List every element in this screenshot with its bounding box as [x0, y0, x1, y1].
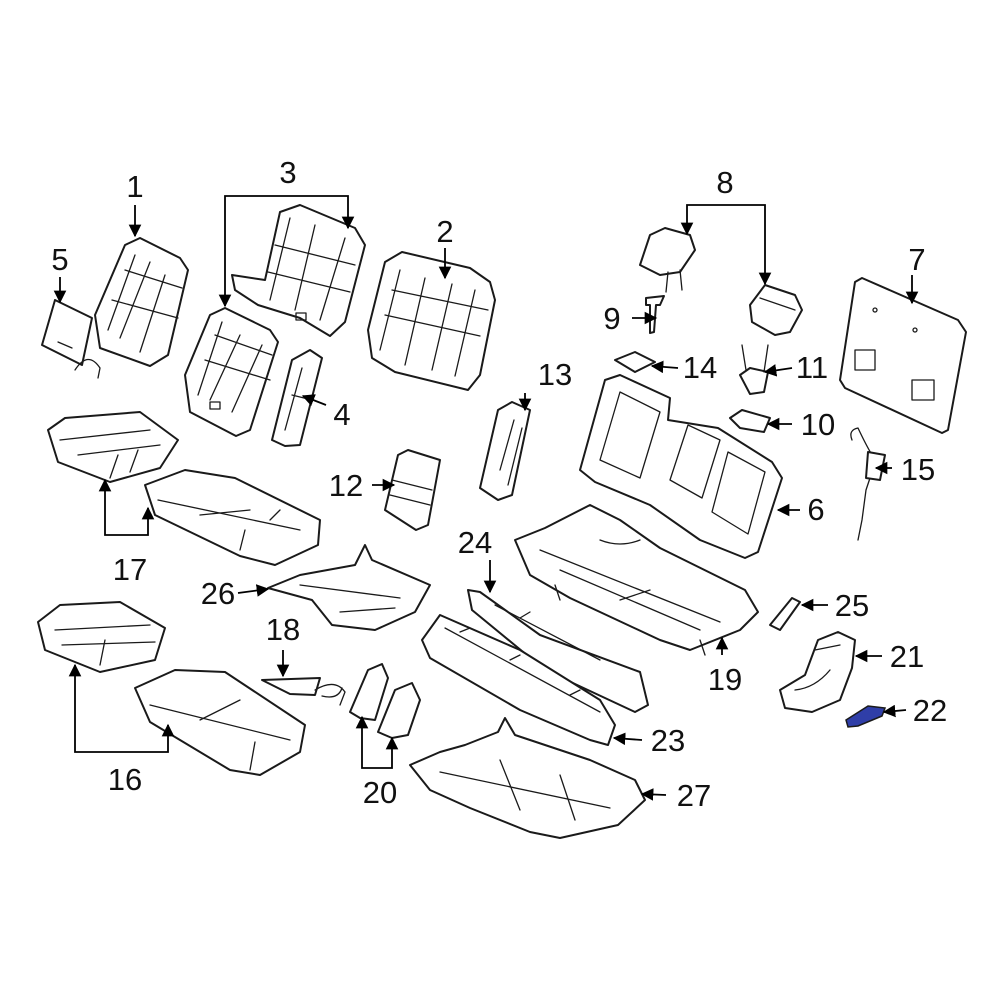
callout-8[interactable]: 8 [716, 165, 733, 200]
callout-1[interactable]: 1 [126, 169, 143, 204]
callout-24[interactable]: 24 [458, 525, 492, 560]
callout-26[interactable]: 26 [201, 576, 235, 611]
part-5-bracket[interactable] [41, 299, 101, 379]
callout-3[interactable]: 3 [279, 155, 296, 190]
leader-lines [53, 195, 919, 801]
callout-5[interactable]: 5 [51, 242, 68, 277]
part-8-headrest-left[interactable] [639, 227, 696, 293]
part-7-rear-panel[interactable] [839, 277, 967, 434]
part-12-armrest[interactable] [384, 449, 441, 531]
part-17-seat-cushion[interactable] [47, 411, 321, 566]
part-11-headrest-guide[interactable] [739, 344, 769, 395]
callout-20[interactable]: 20 [363, 775, 397, 810]
callout-12[interactable]: 12 [329, 468, 363, 503]
part-26-floor-tray[interactable] [267, 544, 431, 631]
part-22-release-handle[interactable] [845, 705, 887, 728]
callout-25[interactable]: 25 [835, 588, 869, 623]
part-18-wire-harness[interactable] [261, 677, 346, 706]
callout-7[interactable]: 7 [908, 242, 925, 277]
callout-2[interactable]: 2 [436, 214, 453, 249]
callout-11[interactable]: 11 [796, 350, 828, 385]
part-14-cap[interactable] [614, 351, 656, 373]
part-19-seat-pan[interactable] [514, 504, 759, 656]
callout-23[interactable]: 23 [651, 723, 685, 758]
callout-10[interactable]: 10 [801, 407, 835, 442]
part-2-seat-back[interactable] [367, 251, 496, 391]
part-8-headrest-right[interactable] [749, 284, 803, 336]
part-1-seat-back-cover[interactable] [94, 237, 189, 367]
part-16-seat-cushion[interactable] [37, 601, 306, 776]
callout-16[interactable]: 16 [108, 762, 142, 797]
callout-4[interactable]: 4 [333, 397, 350, 432]
callout-6[interactable]: 6 [807, 492, 824, 527]
part-23-frame[interactable] [421, 614, 616, 746]
part-13-console-panel[interactable] [479, 401, 531, 501]
part-27-floor-tray[interactable] [409, 717, 646, 839]
callout-13[interactable]: 13 [538, 357, 572, 392]
part-24-rail[interactable] [467, 589, 649, 713]
callout-14[interactable]: 14 [683, 350, 717, 385]
callout-21[interactable]: 21 [890, 639, 924, 674]
callout-27[interactable]: 27 [677, 778, 711, 813]
part-6-seat-frame[interactable] [579, 374, 783, 559]
part-4-trim-panel[interactable] [271, 349, 323, 447]
callout-numbers: 1 2 3 4 5 6 7 8 9 10 11 12 13 14 15 16 1… [51, 155, 947, 813]
callout-17[interactable]: 17 [113, 552, 147, 587]
part-15-cable[interactable] [850, 427, 886, 541]
part-20-trim-left[interactable] [349, 663, 389, 721]
part-3-upper-frame[interactable] [231, 204, 366, 337]
part-9-pin[interactable] [645, 295, 665, 334]
callout-22[interactable]: 22 [913, 693, 947, 728]
callout-19[interactable]: 19 [708, 662, 742, 697]
part-21-shield[interactable] [779, 631, 856, 713]
part-25-clip[interactable] [769, 597, 801, 631]
callout-9[interactable]: 9 [603, 301, 620, 336]
callout-18[interactable]: 18 [266, 612, 300, 647]
part-10-bracket[interactable] [729, 409, 771, 433]
callout-15[interactable]: 15 [901, 452, 935, 487]
part-3-seat-back-frame[interactable] [184, 307, 279, 437]
